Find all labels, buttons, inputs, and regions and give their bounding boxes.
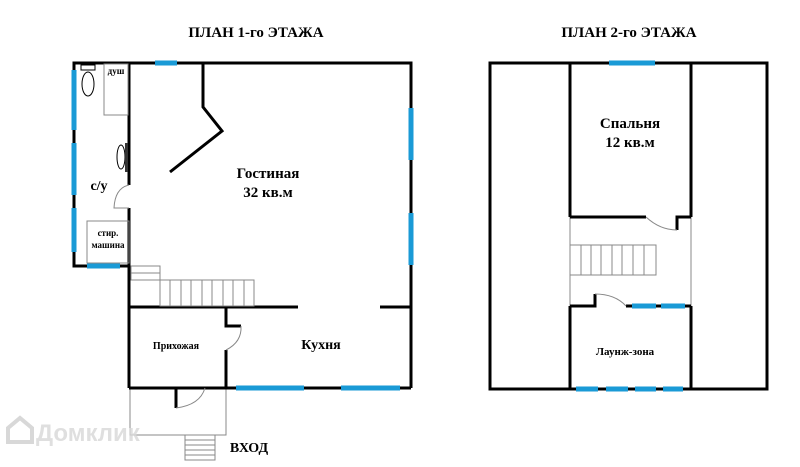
stairs-floor2 <box>569 244 657 276</box>
shower-area <box>103 63 129 116</box>
kitchen-label: Кухня <box>301 338 341 353</box>
shower-label: душ <box>108 66 125 76</box>
bedroom-label: Спальня <box>600 116 660 132</box>
watermark-text: Домклик <box>36 420 141 447</box>
living-room-area: 32 кв.м <box>243 185 292 201</box>
washer-label-2: машина <box>91 240 125 250</box>
floor2-title: ПЛАН 2-го ЭТАЖА <box>561 25 696 41</box>
stairs <box>130 265 255 307</box>
washer-label-1: стир. <box>98 228 119 238</box>
floor2-plan: Спальня 12 кв.м Лаунж-зона <box>488 60 769 392</box>
toilet-icon <box>80 64 96 97</box>
windows-floor1 <box>71 60 414 391</box>
bedroom-door-arc <box>645 216 678 231</box>
sink-icon <box>116 143 128 172</box>
hallway-label: Прихожая <box>153 341 200 352</box>
entrance-door-arc <box>175 387 206 409</box>
floor1-title: ПЛАН 1-го ЭТАЖА <box>188 25 323 41</box>
door-arc <box>225 325 242 351</box>
bedroom-area: 12 кв.м <box>605 135 654 151</box>
floor1-plan: душ стир. машина <box>71 60 414 461</box>
bathroom-label: с/у <box>90 179 107 194</box>
lounge-door-arc <box>594 293 627 307</box>
watermark-house-icon <box>6 415 34 444</box>
lounge-label: Лаунж-зона <box>596 346 655 358</box>
living-room-label: Гостиная <box>237 166 300 182</box>
windows-floor2 <box>576 60 685 392</box>
washing-machine <box>86 220 130 264</box>
watermark: Домклик <box>6 415 141 447</box>
entrance-label: ВХОД <box>230 441 269 456</box>
partition-wall <box>169 63 225 174</box>
porch <box>129 388 227 461</box>
bathroom-door-arc <box>113 184 130 209</box>
